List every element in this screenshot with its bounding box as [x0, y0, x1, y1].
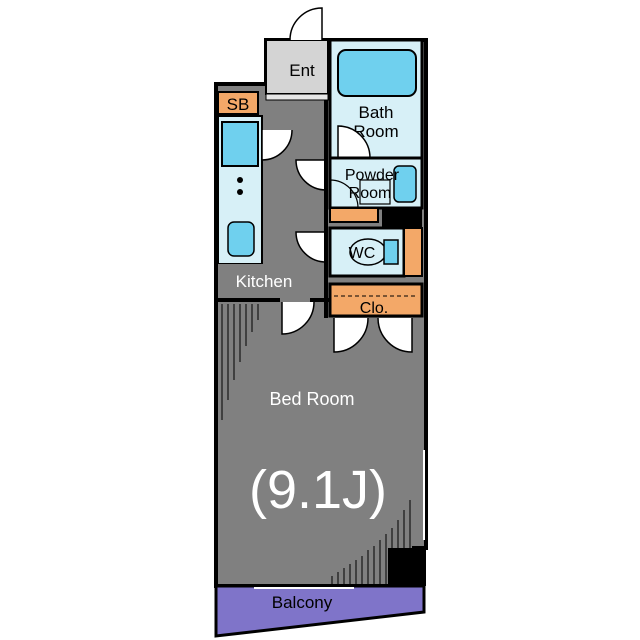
bedroom-size-label: (9.1J)	[249, 460, 387, 520]
washbasin-icon	[393, 165, 417, 203]
kitchen-floor	[218, 264, 326, 298]
kitchen-label: Kitchen	[236, 272, 293, 291]
kitchen-door-swing-top	[261, 129, 293, 161]
entrance-label: Ent	[289, 61, 315, 80]
bath-door-swing	[337, 125, 371, 159]
balcony-label: Balcony	[272, 593, 333, 612]
stove-burner-1-icon	[237, 177, 243, 183]
pipe-space	[382, 208, 422, 230]
closet-door-swing-left	[333, 317, 369, 353]
wc-shelf	[403, 227, 423, 277]
bedroom-label: Bed Room	[269, 389, 354, 409]
bath-room-label-2: Room	[353, 122, 398, 141]
bedroom-door-swing	[281, 301, 315, 335]
toilet-tank-icon	[383, 239, 399, 265]
kitchen-sink-icon	[227, 221, 255, 257]
balcony-area	[214, 584, 426, 638]
washing-machine-icon	[359, 179, 391, 205]
bath-room-label-1: Bath	[359, 103, 394, 122]
shoe-box	[217, 91, 259, 115]
powder-room-label-1: Powder	[345, 167, 400, 184]
wc-label: WC	[349, 245, 376, 262]
closet-label: Clo.	[360, 300, 388, 317]
powder-shelf	[329, 207, 379, 223]
powder-room-label-2: Room	[349, 185, 392, 202]
bedroom-column	[388, 548, 426, 586]
refrigerator-icon	[221, 121, 259, 167]
entrance-door-swing	[289, 7, 323, 41]
powder-door-swing	[329, 179, 359, 209]
wc-entry-door-swing	[295, 231, 327, 263]
shoe-box-label: SB	[227, 95, 250, 114]
powder-entry-door-swing	[295, 159, 327, 191]
closet-door-swing-right	[377, 317, 413, 353]
stove-burner-2-icon	[237, 189, 243, 195]
bedroom-hatching	[221, 304, 411, 586]
bathtub-icon	[337, 49, 417, 97]
entrance-step	[265, 93, 329, 101]
entrance-area	[265, 39, 329, 95]
